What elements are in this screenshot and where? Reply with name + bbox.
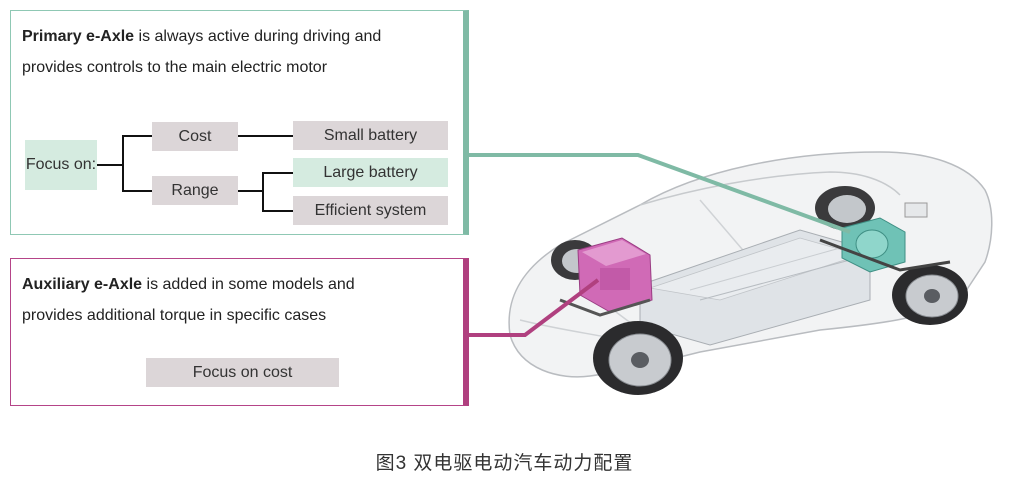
tree-connector	[238, 135, 293, 137]
auxiliary-description: Auxiliary e-Axle is added in some models…	[22, 269, 455, 331]
tree-connector	[122, 190, 152, 192]
primary-eaxle-unit	[819, 202, 951, 273]
primary-eaxle-panel: Primary e-Axle is always active during d…	[10, 10, 469, 235]
primary-focus-box: Focus on:	[25, 140, 97, 190]
small-battery-box: Small battery	[293, 121, 448, 150]
large-battery-box: Large battery	[293, 158, 448, 187]
range-box: Range	[152, 176, 238, 205]
tree-connector	[238, 190, 263, 192]
tree-connector	[262, 172, 264, 211]
auxiliary-connector-line	[469, 278, 600, 337]
auxiliary-lead: Auxiliary e-Axle	[22, 276, 143, 293]
auxiliary-line1: is added in some models and	[142, 276, 355, 293]
tree-connector	[97, 164, 123, 166]
auxiliary-line2: provides additional torque in specific c…	[22, 307, 327, 324]
tree-connector	[262, 172, 293, 174]
figure-caption: 图3 双电驱电动汽车动力配置	[375, 453, 634, 474]
auxiliary-eaxle-unit	[559, 237, 653, 317]
primary-description: Primary e-Axle is always active during d…	[22, 21, 455, 83]
front-wheel	[551, 240, 683, 395]
tree-connector	[262, 210, 293, 212]
tree-connector	[122, 135, 152, 137]
primary-lead: Primary e-Axle	[22, 28, 135, 45]
auxiliary-eaxle-panel: Auxiliary e-Axle is added in some models…	[10, 258, 469, 406]
tree-connector	[122, 135, 124, 192]
auxiliary-focus-box: Focus on cost	[146, 358, 339, 387]
efficient-system-box: Efficient system	[293, 196, 448, 225]
cost-box: Cost	[152, 122, 238, 151]
rear-wheel	[815, 186, 968, 325]
primary-line1: is always active during driving and	[134, 28, 382, 45]
primary-connector-line	[469, 153, 851, 234]
primary-line2: provides controls to the main electric m…	[22, 59, 328, 76]
